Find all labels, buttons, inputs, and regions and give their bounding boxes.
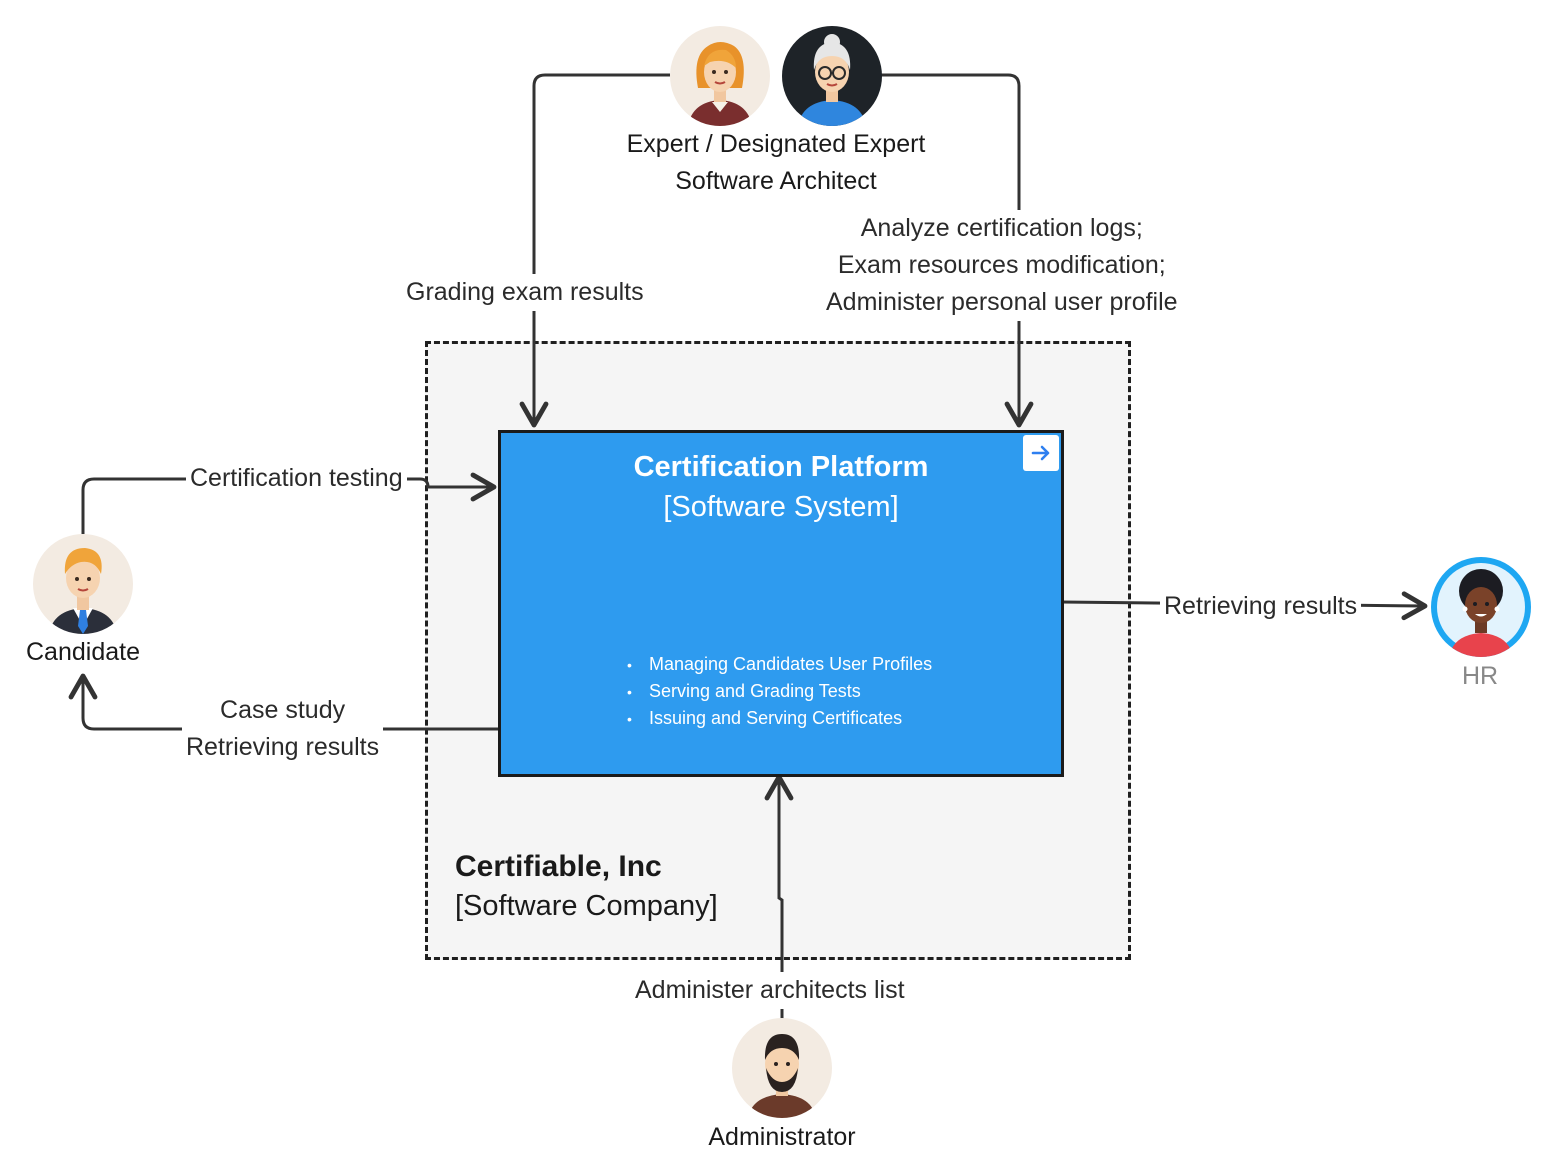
system-feature-item: Issuing and Serving Certificates (627, 705, 932, 732)
certification-platform-system: Certification Platform [Software System]… (498, 430, 1064, 777)
boundary-title: Certifiable, Inc (455, 850, 662, 883)
expert-avatar (670, 26, 770, 126)
system-type: [Software System] (663, 491, 899, 523)
system-title: Certification Platform (633, 451, 929, 483)
experts-label: Expert / Designated Expert Software Arch… (626, 130, 926, 195)
boundary-subtitle: [Software Company] (455, 890, 718, 922)
administrator-label: Administrator (708, 1123, 856, 1151)
label-grading: Grading exam results (402, 274, 648, 311)
hr-label: HR (1461, 662, 1499, 690)
candidate-avatar (33, 534, 133, 634)
connector-case-study (68, 673, 498, 731)
connector-analyze (881, 73, 1034, 428)
label-case-study: Case study Retrieving results (182, 692, 384, 766)
label-analyze: Analyze certification logs; Exam resourc… (822, 210, 1182, 321)
administrator-avatar (732, 1018, 832, 1118)
expand-button[interactable] (1023, 435, 1059, 471)
system-feature-item: Managing Candidates User Profiles (627, 651, 932, 678)
system-feature-item: Serving and Grading Tests (627, 678, 932, 705)
hr-avatar (1431, 557, 1531, 657)
candidate-label: Candidate (26, 638, 140, 666)
connector-grading (519, 73, 670, 428)
label-hr-retrieving: Retrieving results (1160, 588, 1362, 625)
architect-avatar (782, 26, 882, 126)
connector-admin (764, 774, 794, 1020)
label-certification-testing: Certification testing (186, 460, 407, 497)
label-admin-list: Administer architects list (631, 972, 909, 1009)
system-feature-list: Managing Candidates User Profiles Servin… (627, 651, 932, 732)
arrow-right-icon (1031, 445, 1050, 461)
